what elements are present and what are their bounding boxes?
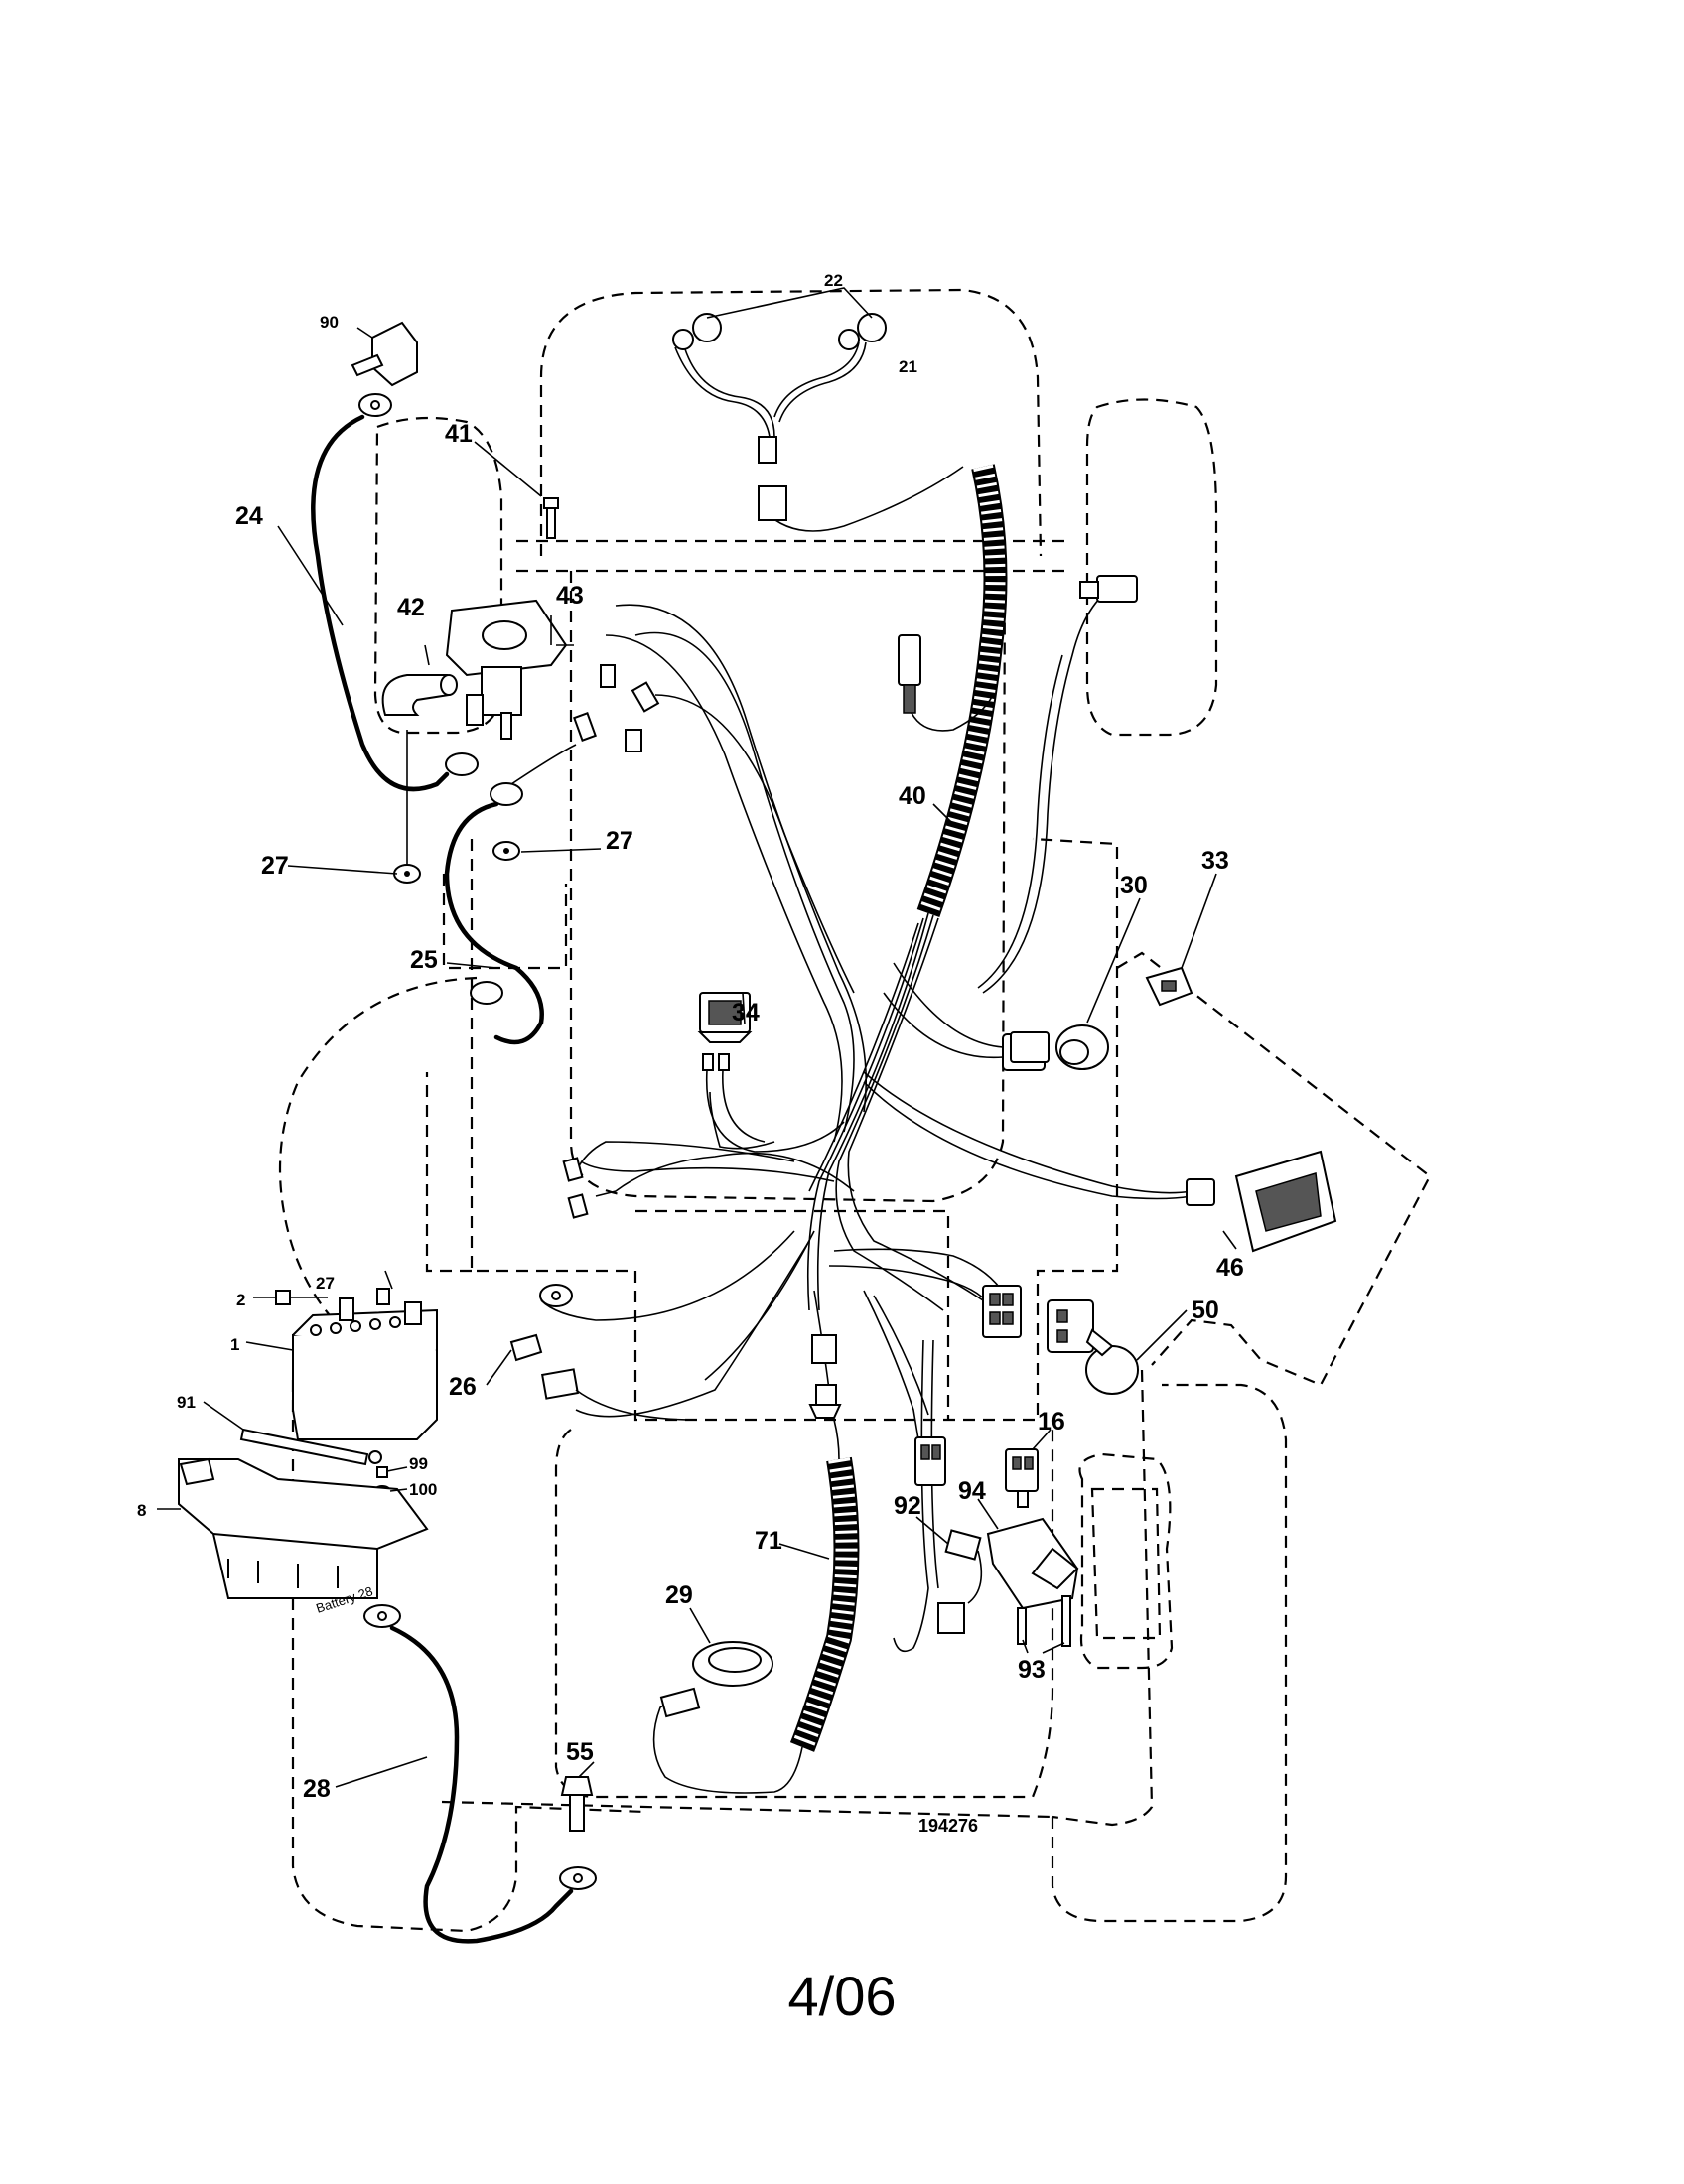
callout-93: 93 [1018,1656,1046,1684]
callout-46: 46 [1216,1254,1244,1282]
bolt-2 [275,1290,328,1305]
callout-71: 71 [755,1527,782,1555]
callout-8: 8 [137,1501,146,1520]
callout-21: 21 [899,357,917,376]
page-label: 4/06 [787,1965,897,2027]
callout-90: 90 [320,313,339,332]
nut-27-battery [376,1288,390,1305]
leader-lines [157,327,1237,1788]
connector-1030 [1010,1031,1050,1063]
bolt-55 [560,1776,594,1832]
part-16 [1005,1448,1039,1508]
fuse-26 [509,1333,696,1421]
harness-connectors-upper [573,575,1138,752]
battery-tray-8 [178,1457,429,1599]
pto-switch-50 [1047,1299,1139,1395]
callout-29: 29 [665,1581,693,1609]
callout-16: 16 [1038,1408,1065,1435]
callout-34: 34 [732,999,760,1026]
callout-24: 24 [235,502,263,530]
callouts: 22 21 90 41 24 42 43 40 27 27 33 30 25 3… [137,271,1244,1803]
harness-71 [652,1419,860,1794]
battery-cable-24 [311,393,479,792]
headlight-harness-21 [674,341,964,532]
diagram-code: 194276 [918,1816,978,1836]
connector-block-lower [914,1436,946,1486]
wire-bundle [540,595,1193,1653]
callout-25: 25 [410,946,438,974]
connector-block-center [982,1285,1022,1338]
callout-94: 94 [958,1477,986,1505]
callout-41: 41 [445,420,473,448]
callout-22: 22 [824,271,843,290]
callout-43: 43 [556,582,584,610]
part-90-boot [351,321,418,387]
callout-30: 30 [1120,872,1148,899]
battery-cable-28 [363,1604,597,1944]
callout-50: 50 [1192,1297,1219,1324]
nut-27-left [393,730,421,884]
battery-cable-25 [444,744,577,1045]
screws-93 [1017,1595,1071,1647]
switch-34 [697,992,845,1153]
callout-27-right: 27 [606,827,633,855]
key-33 [1145,966,1193,1007]
headlights-22 [672,287,887,350]
bolt-99 [376,1466,388,1478]
part-92 [937,1529,983,1634]
battery-1 [292,1297,438,1440]
callout-40: 40 [899,782,926,810]
callout-1: 1 [230,1335,239,1354]
callout-99: 99 [409,1454,428,1473]
tractor-outline [278,288,1432,1933]
callout-27-left: 27 [261,852,289,880]
ring-terminal-left [539,1157,589,1307]
callout-2: 2 [236,1291,245,1309]
callout-91: 91 [177,1393,196,1412]
main-harness-40 [916,464,1008,918]
switch-46 [1186,1150,1337,1253]
callout-28: 28 [303,1775,331,1803]
connector-mid [808,1334,842,1419]
callout-42: 42 [397,594,425,621]
callout-26: 26 [449,1373,477,1401]
switch-94 [986,1517,1079,1610]
nut-27-right [492,841,520,861]
callout-100: 100 [409,1480,437,1499]
strap-91 [239,1428,382,1466]
callout-33: 33 [1201,847,1229,875]
bolt-41 [543,497,559,539]
solenoid-43 [445,599,574,740]
callout-55: 55 [566,1738,594,1766]
part-42-cover [381,674,458,716]
callout-92: 92 [894,1492,921,1520]
callout-27-battery: 27 [316,1274,335,1293]
part-29 [659,1641,773,1718]
